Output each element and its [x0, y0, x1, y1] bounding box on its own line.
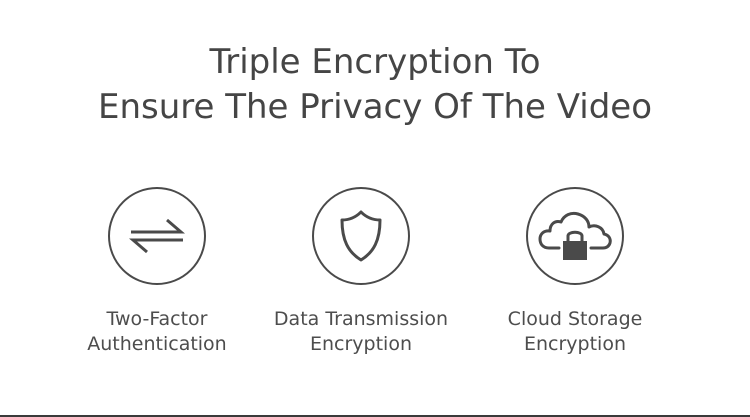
- feature-two-factor-authentication: Two-Factor Authentication: [47, 187, 267, 357]
- feature-icon-circle: [108, 187, 206, 285]
- feature-icon-circle: [526, 187, 624, 285]
- swap-arrows-icon: [129, 218, 185, 254]
- feature-icon-circle: [312, 187, 410, 285]
- headline-line-2: Ensure The Privacy Of The Video: [97, 87, 653, 127]
- feature-label-line-1: Data Transmission: [273, 308, 449, 330]
- feature-cloud-storage-encryption: Cloud Storage Encryption: [465, 187, 685, 357]
- feature-label: Two-Factor Authentication: [47, 307, 267, 357]
- page-title: Triple Encryption To Ensure The Privacy …: [0, 40, 750, 130]
- feature-label-line-2: Encryption: [309, 333, 412, 355]
- feature-label: Cloud Storage Encryption: [465, 307, 685, 357]
- shield-icon: [340, 210, 382, 262]
- feature-label: Data Transmission Encryption: [251, 307, 471, 357]
- bottom-divider: [0, 415, 750, 417]
- feature-data-transmission-encryption: Data Transmission Encryption: [251, 187, 471, 357]
- feature-label-line-2: Encryption: [523, 333, 626, 355]
- headline-line-1: Triple Encryption To: [209, 42, 541, 82]
- feature-label-line-1: Two-Factor: [106, 308, 208, 330]
- feature-label-line-1: Cloud Storage: [507, 308, 643, 330]
- feature-label-line-2: Authentication: [87, 333, 227, 355]
- cloud-lock-icon: [538, 211, 612, 260]
